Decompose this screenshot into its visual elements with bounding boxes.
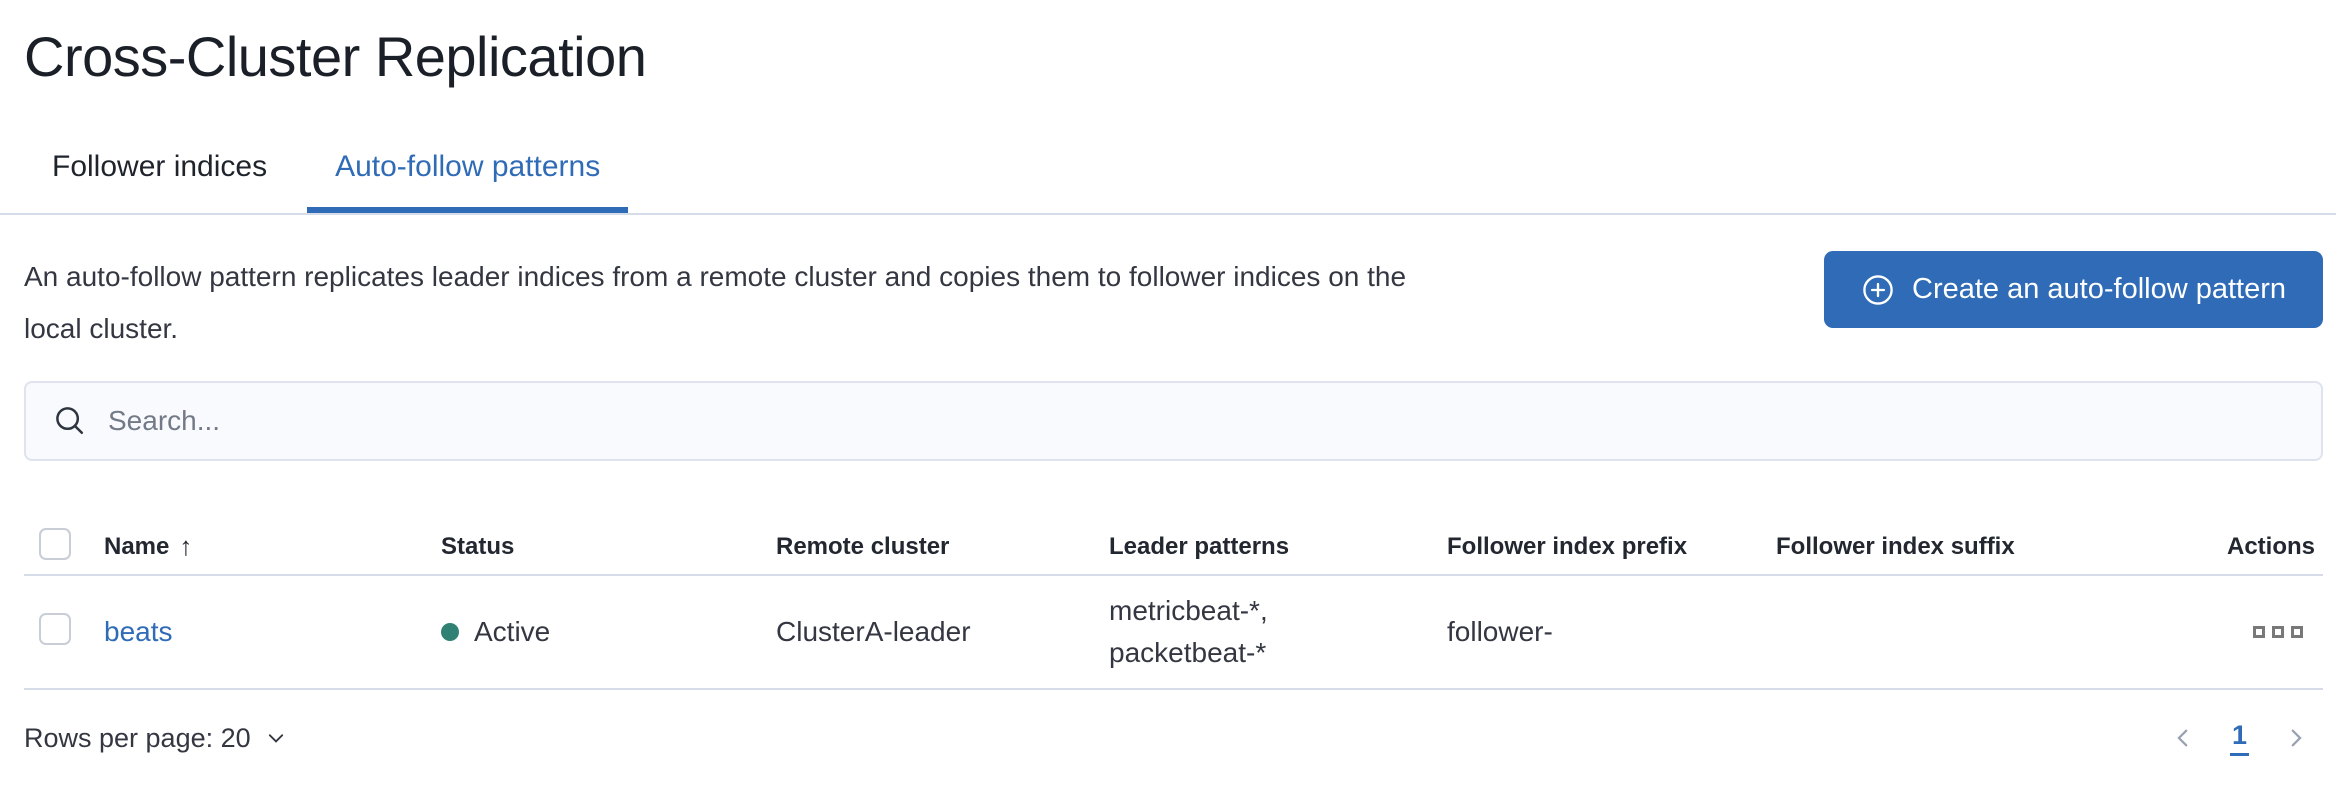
rows-per-page-label: Rows per page: 20 [24, 722, 251, 753]
next-page-button[interactable] [2283, 725, 2309, 751]
description-line-2: local cluster. [24, 313, 179, 344]
cell-name: beats [104, 616, 441, 648]
column-header-actions: Actions [2226, 532, 2315, 560]
intro-section: An auto-follow pattern replicates leader… [24, 251, 2323, 355]
rows-per-page-button[interactable]: Rows per page: 20 [24, 723, 287, 754]
pattern-name-link[interactable]: beats [104, 616, 173, 647]
row-actions-button[interactable] [2247, 620, 2309, 644]
boxes-horizontal-icon [2272, 626, 2284, 638]
description-line-1: An auto-follow pattern replicates leader… [24, 261, 1407, 292]
create-button-label: Create an auto-follow pattern [1912, 273, 2286, 305]
plus-in-circle-icon [1861, 273, 1895, 307]
table-row: beats Active ClusterA-leader metricbeat-… [24, 576, 2323, 690]
page-number-1[interactable]: 1 [2229, 720, 2249, 756]
chevron-left-icon [2177, 729, 2188, 747]
search-icon [54, 405, 86, 437]
pagination: 1 [2170, 720, 2323, 756]
tab-bar: Follower indices Auto-follow patterns [0, 128, 2336, 215]
cell-actions [2109, 620, 2323, 644]
search-bar [24, 381, 2323, 461]
cell-leader-patterns: metricbeat-*, packetbeat-* [1109, 595, 1268, 668]
page-title: Cross-Cluster Replication [24, 25, 647, 88]
cell-follower-index-prefix: follower- [1447, 616, 1553, 647]
tab-follower-indices[interactable]: Follower indices [52, 150, 268, 183]
cell-status: Active [441, 616, 776, 648]
status-label: Active [474, 616, 551, 647]
auto-follow-patterns-table: Name ↑ Status Remote cluster Leader patt… [24, 519, 2323, 690]
row-checkbox-cell [24, 612, 104, 652]
chevron-right-icon [2291, 729, 2302, 747]
cell-remote-cluster: ClusterA-leader [776, 616, 971, 647]
header-checkbox-cell [24, 528, 104, 565]
table-footer: Rows per page: 20 1 [24, 720, 2323, 756]
tab-auto-follow-patterns[interactable]: Auto-follow patterns [307, 128, 629, 213]
search-input[interactable] [108, 405, 2293, 437]
column-header-follower-index-prefix: Follower index prefix [1447, 532, 1688, 560]
column-header-status: Status [441, 532, 515, 560]
health-dot-icon [441, 623, 459, 641]
column-header-name-label: Name [104, 532, 170, 560]
auto-follow-description: An auto-follow pattern replicates leader… [24, 251, 1406, 355]
boxes-horizontal-icon [2291, 626, 2303, 638]
column-header-leader-patterns: Leader patterns [1109, 532, 1290, 560]
column-header-name[interactable]: Name ↑ [104, 531, 441, 562]
chevron-down-icon [265, 727, 287, 749]
boxes-horizontal-icon [2253, 626, 2265, 638]
row-checkbox[interactable] [39, 612, 71, 645]
cross-cluster-replication-page: Cross-Cluster Replication Follower indic… [0, 22, 2336, 756]
column-header-follower-index-suffix: Follower index suffix [1776, 532, 2015, 560]
create-auto-follow-pattern-button[interactable]: Create an auto-follow pattern [1824, 251, 2323, 328]
table-header-row: Name ↑ Status Remote cluster Leader patt… [24, 519, 2323, 576]
sort-ascending-icon: ↑ [179, 531, 193, 561]
select-all-checkbox[interactable] [39, 528, 71, 560]
previous-page-button[interactable] [2170, 725, 2196, 751]
column-header-remote-cluster: Remote cluster [776, 532, 950, 560]
